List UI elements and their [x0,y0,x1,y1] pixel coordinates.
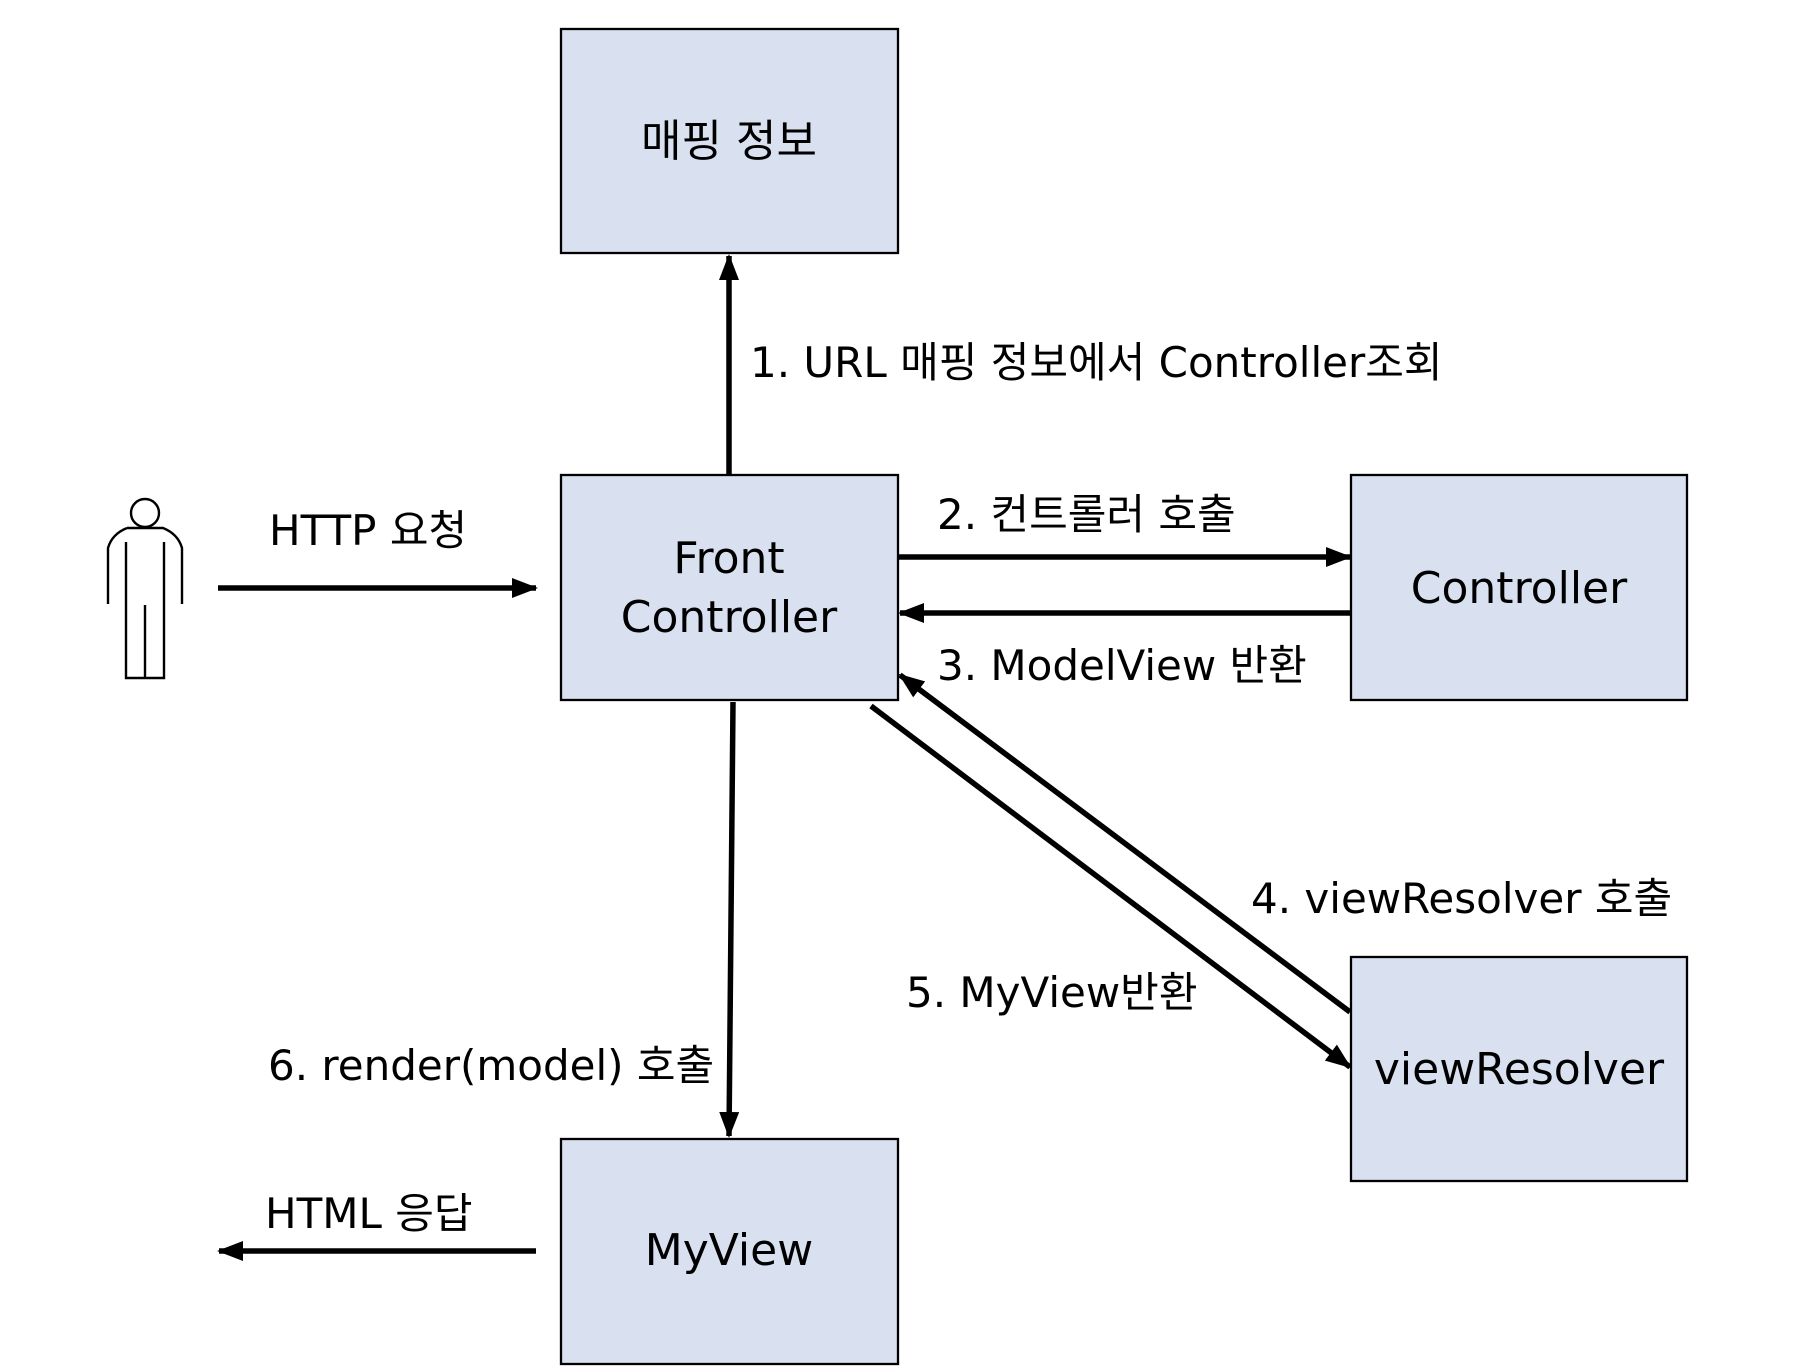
step6-label: 6. render(model) 호출 [268,1041,714,1090]
mapping-info-label: 매핑 정보 [641,116,817,167]
html-response-label: HTML 응답 [265,1189,473,1238]
controller-label: Controller [1411,563,1628,614]
controller-box: Controller [1349,473,1689,702]
front-controller-label-line1: Front [673,533,784,584]
view-resolver-label: viewResolver [1374,1044,1665,1095]
step5-label: 5. MyView반환 [906,968,1197,1017]
step3-label: 3. ModelView 반환 [937,641,1307,690]
step6-arrow [719,701,740,1138]
mapping-info-box: 매핑 정보 [559,27,900,255]
http-request-label: HTTP 요청 [269,506,467,555]
step2-label: 2. 컨트롤러 호출 [937,490,1236,539]
step4-arrow [898,672,1352,1015]
step1-label: 1. URL 매핑 정보에서 Controller조회 [750,338,1443,387]
view-resolver-box: viewResolver [1349,955,1689,1183]
my-view-box: MyView [559,1137,900,1366]
front-controller-box: Front Controller [559,473,900,702]
my-view-label: MyView [645,1225,813,1276]
user-icon [106,497,184,680]
step4-label: 4. viewResolver 호출 [1251,874,1672,923]
step5-arrow [869,703,1352,1070]
front-controller-label-line2: Controller [621,592,838,643]
